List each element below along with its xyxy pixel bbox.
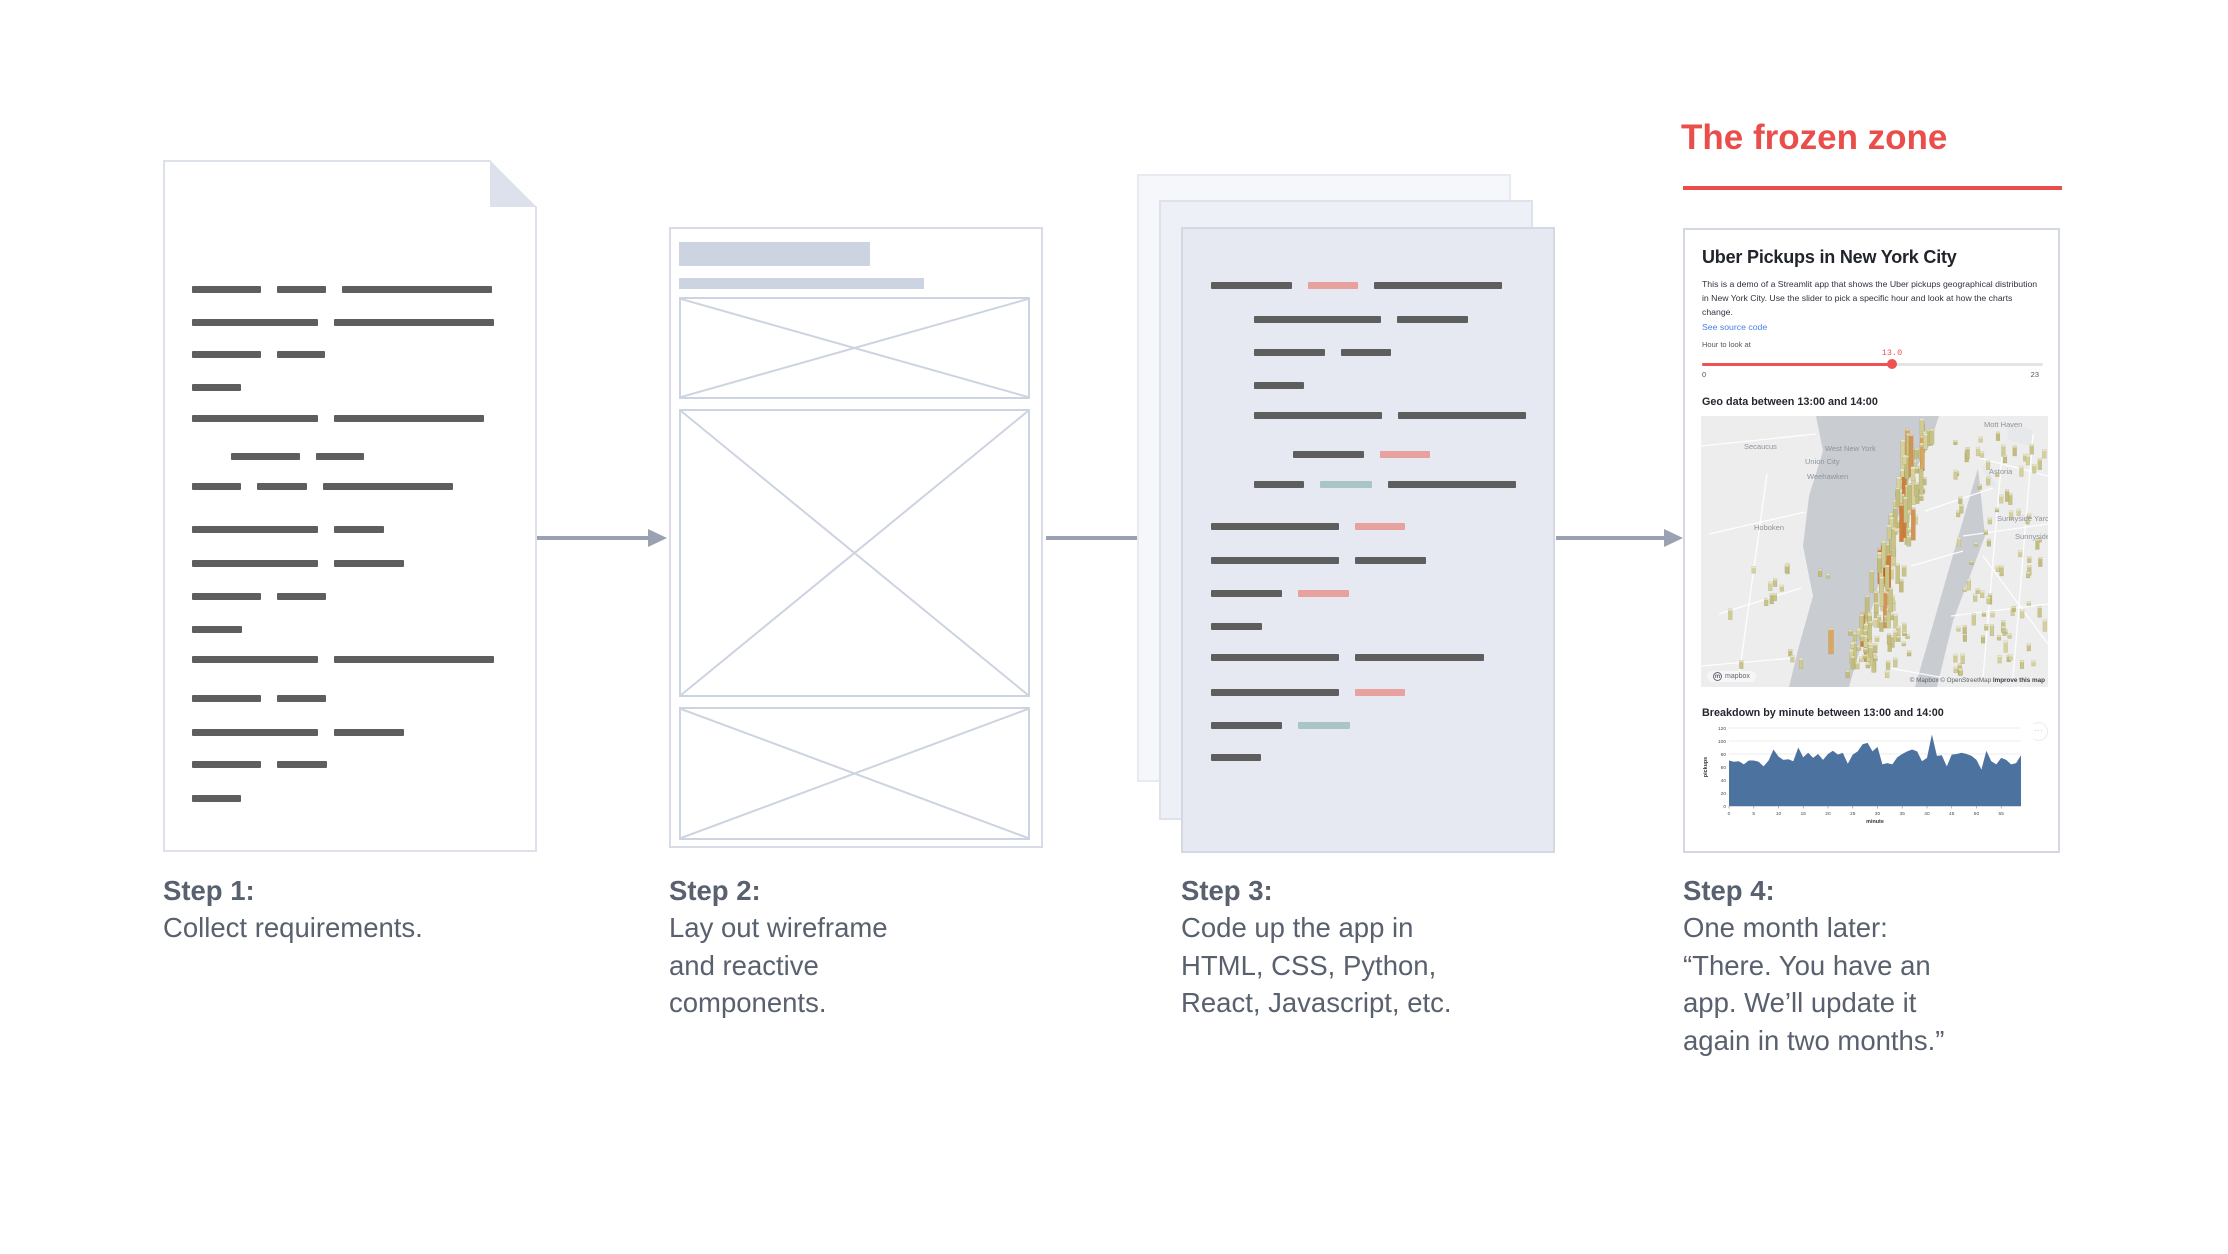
svg-text:35: 35: [1900, 811, 1906, 817]
svg-text:15: 15: [1801, 811, 1807, 817]
step-1-label: Step 1:: [163, 875, 255, 906]
mapbox-logo-text: mapbox: [1725, 673, 1750, 680]
slider-min-label: 0: [1702, 370, 1707, 379]
improve-map-link[interactable]: Improve this map: [1992, 677, 2045, 684]
svg-text:5: 5: [1752, 811, 1755, 817]
frozen-zone-title: The frozen zone: [1681, 118, 1948, 157]
slider-label: Hour to look at: [1702, 340, 1751, 349]
step-3-caption: Step 3: Code up the app in HTML, CSS, Py…: [1181, 872, 1551, 1022]
breakdown-chart-header: Breakdown by minute between 13:00 and 14…: [1702, 707, 1944, 719]
svg-text:40: 40: [1924, 811, 1930, 817]
flow-arrow-3: [1556, 528, 1683, 547]
wireframe-image-placeholder-3: [679, 707, 1030, 840]
svg-text:45: 45: [1949, 811, 1955, 817]
step-1-caption: Step 1: Collect requirements.: [163, 872, 593, 947]
step-2-label: Step 2:: [669, 875, 761, 906]
app-title: Uber Pickups in New York City: [1702, 247, 1957, 267]
step-4-description: One month later: “There. You have an app…: [1683, 912, 1945, 1056]
svg-text:0: 0: [1728, 811, 1731, 817]
wireframe-title-placeholder: [679, 242, 870, 266]
code-page-front: [1181, 227, 1555, 853]
svg-text:20: 20: [1825, 811, 1831, 817]
flow-arrow-1: [537, 528, 667, 547]
app-description: This is a demo of a Streamlit app that s…: [1702, 279, 2038, 317]
wireframe-page: [669, 227, 1043, 848]
svg-text:25: 25: [1850, 811, 1856, 817]
geo-data-header: Geo data between 13:00 and 14:00: [1702, 396, 1878, 408]
svg-text:Secaucus: Secaucus: [1744, 442, 1777, 451]
svg-text:60: 60: [1721, 765, 1727, 771]
svg-text:West New York: West New York: [1825, 444, 1876, 453]
svg-text:Sunnyside Yard: Sunnyside Yard: [1997, 514, 2048, 523]
source-code-link[interactable]: See source code: [1702, 322, 1768, 332]
step-2-caption: Step 2: Lay out wireframe and reactive c…: [669, 872, 1009, 1022]
svg-text:10: 10: [1776, 811, 1782, 817]
svg-text:minute: minute: [1866, 819, 1884, 825]
step-1-description: Collect requirements.: [163, 912, 423, 944]
svg-text:20: 20: [1721, 791, 1727, 797]
step-4-caption: Step 4: One month later: “There. You hav…: [1683, 872, 2063, 1059]
step-2-description: Lay out wireframe and reactive component…: [669, 912, 888, 1019]
slider-max-label: 23: [2030, 370, 2039, 379]
wireframe-subtitle-placeholder: [679, 278, 924, 289]
svg-text:55: 55: [1999, 811, 2005, 817]
slider-fill: [1702, 363, 1892, 366]
svg-text:120: 120: [1718, 726, 1726, 732]
svg-text:pickups: pickups: [1703, 757, 1709, 777]
svg-text:Astoria: Astoria: [1989, 467, 2013, 476]
svg-text:40: 40: [1721, 778, 1727, 784]
frozen-zone-underline: [1683, 186, 2062, 190]
step-3-description: Code up the app in HTML, CSS, Python, Re…: [1181, 912, 1452, 1019]
svg-text:80: 80: [1721, 752, 1727, 758]
page-fold-corner: [490, 160, 537, 207]
mapbox-logo-icon: m: [1713, 672, 1722, 681]
map-attribution-text: © Mapbox © OpenStreetMap: [1909, 677, 1992, 684]
slider-thumb[interactable]: [1887, 359, 1897, 369]
map-attribution: © Mapbox © OpenStreetMap Improve this ma…: [1910, 677, 2045, 684]
svg-text:50: 50: [1974, 811, 1980, 817]
svg-text:Union City: Union City: [1805, 457, 1840, 466]
wireframe-image-placeholder-2: [679, 409, 1030, 697]
requirements-text-skeleton: [192, 162, 525, 850]
pickups-by-minute-chart: 0 20 40 60 80 100 120 0 5 10 15 20 25 30 35 40 45 50 55 pic…: [1699, 720, 2033, 832]
svg-text:30: 30: [1875, 811, 1881, 817]
svg-text:100: 100: [1718, 739, 1726, 745]
slider-value: 13.0: [1881, 348, 1903, 358]
svg-text:Hoboken: Hoboken: [1754, 523, 1784, 532]
code-text-skeleton: [1211, 229, 1547, 851]
svg-text:Weehawken: Weehawken: [1807, 472, 1848, 481]
svg-text:0: 0: [1723, 804, 1726, 810]
wireframe-image-placeholder-1: [679, 297, 1030, 399]
requirements-document: [163, 160, 537, 852]
mapbox-logo[interactable]: m mapbox: [1707, 671, 1756, 682]
step-3-label: Step 3:: [1181, 875, 1273, 906]
hour-slider[interactable]: [1702, 359, 2043, 369]
svg-text:Mott Haven: Mott Haven: [1984, 420, 2022, 429]
step-4-label: Step 4:: [1683, 875, 1775, 906]
streamlit-app-panel: Uber Pickups in New York City This is a …: [1683, 228, 2060, 853]
svg-text:Sunnyside: Sunnyside: [2015, 532, 2048, 541]
